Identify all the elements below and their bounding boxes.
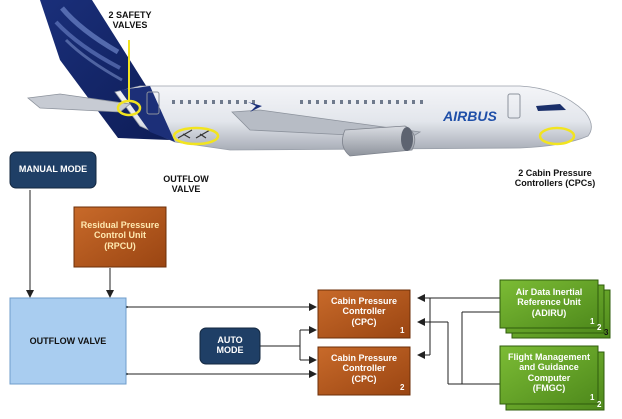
safety-valves-marker	[116, 99, 142, 117]
cpcs-callout-label: 2 Cabin Pressure Controllers (CPCs)	[514, 168, 596, 189]
manual-mode-label: MANUAL MODE	[18, 164, 88, 174]
cpc2-index: 2	[400, 383, 405, 392]
cpc-marker	[538, 126, 576, 146]
adiru-label: Air Data Inertial Reference Unit (ADIRU)	[515, 287, 583, 318]
fuselage	[114, 85, 592, 151]
cockpit-windows	[536, 104, 566, 111]
outflow-valve-flaps	[177, 129, 211, 139]
outflow-valve-marker	[172, 126, 220, 146]
cpc1-index: 1	[400, 326, 405, 335]
rear-door	[146, 91, 160, 115]
front-door	[507, 93, 521, 119]
auto-mode-label: AUTO MODE	[216, 335, 244, 356]
outflow-valve-block	[9, 297, 127, 385]
fmgc-label: Flight Management and Guidance Computer …	[507, 352, 590, 394]
fmgc-index-2: 2	[597, 400, 602, 409]
tail-swoosh	[64, 38, 123, 82]
cabin-windows	[172, 100, 423, 104]
adiru-block-1	[499, 279, 599, 329]
cpc2-block	[317, 346, 411, 396]
fmgc-index-1: 1	[590, 393, 595, 402]
auto-mode-block	[199, 327, 261, 365]
adiru-index-2: 2	[597, 323, 602, 332]
manual-mode-block	[9, 151, 97, 189]
cpc1-block	[317, 289, 411, 339]
tail-swoosh	[54, 20, 121, 70]
outflow-valve-block-label: OUTFLOW VALVE	[29, 336, 107, 346]
connectors	[26, 190, 500, 385]
adiru-index-3: 3	[604, 328, 609, 337]
airbus-logo-text: AIRBUS	[443, 108, 497, 124]
fuselage-logo-mark	[248, 102, 262, 112]
fmgc-block-1	[499, 345, 599, 405]
adiru-index-1: 1	[590, 317, 595, 326]
tail-swoosh	[60, 6, 120, 55]
aircraft-callouts	[116, 40, 576, 146]
rpcu-label: Residual Pressure Control Unit (RPCU)	[80, 220, 160, 251]
engine-inlet	[401, 127, 413, 151]
outflow-valve-callout-label: OUTFLOW VALVE	[163, 174, 209, 195]
safety-valves-label: 2 SAFETY VALVES	[108, 10, 152, 31]
cpc1-label: Cabin Pressure Controller (CPC)	[330, 296, 398, 327]
rpcu-block	[73, 206, 167, 268]
cpc2-label: Cabin Pressure Controller (CPC)	[330, 353, 398, 384]
horizontal-stabilizer	[27, 93, 131, 113]
